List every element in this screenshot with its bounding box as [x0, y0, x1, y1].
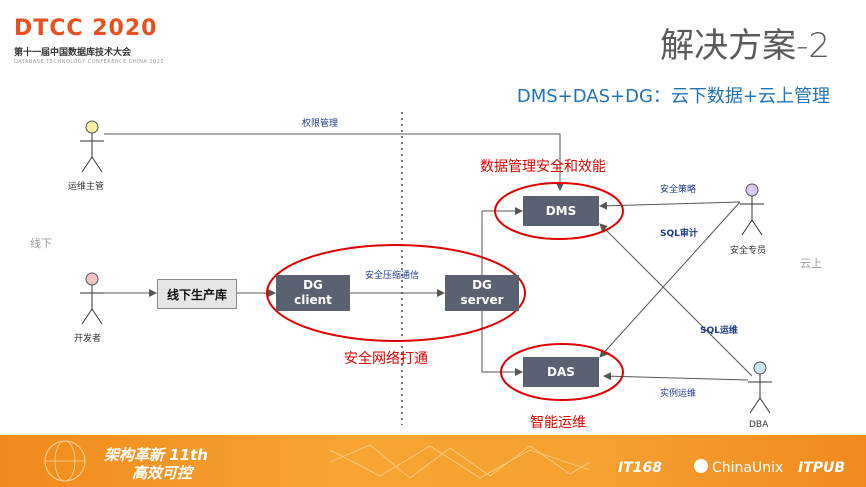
- policy-edge-label: 安全策略: [660, 185, 697, 195]
- ops-manager-figure-icon: [80, 120, 104, 173]
- partner-chinaunix-logo: ChinaUnix: [712, 460, 784, 476]
- network-highlight-note: 安全网络打通: [344, 351, 428, 367]
- dg-client-node: DG client: [276, 275, 350, 311]
- security-specialist-figure-icon: [740, 183, 764, 236]
- cloud-zone-label: 云上: [800, 257, 822, 270]
- dms-node: DMS: [523, 196, 599, 226]
- compressed-edge-label: 安全压缩通信: [365, 271, 420, 281]
- conference-logo: DTCC 2020: [14, 16, 158, 41]
- footer-slogan-line2: 高效可控: [132, 464, 193, 482]
- das-node: DAS: [523, 357, 599, 387]
- dba-figure-icon: [748, 361, 772, 414]
- das-highlight-note: 智能运维: [530, 415, 586, 431]
- dg-client-line2: client: [294, 293, 332, 307]
- chinaunix-icon: [694, 459, 708, 473]
- conference-tagline: DATABASE TECHNOLOGY CONFERENCE CHINA 202…: [14, 59, 165, 65]
- partner-it168-logo: IT168: [618, 460, 662, 476]
- footer-slogan-line1: 架构革新 11th: [104, 446, 208, 464]
- page-subtitle: DMS+DAS+DG：云下数据+云上管理: [516, 86, 830, 107]
- developer-figure-icon: [80, 272, 104, 325]
- globe-icon: [44, 440, 86, 482]
- sql-ops-edge-label: SQL运维: [700, 326, 738, 336]
- permission-edge-label: 权限管理: [302, 119, 339, 129]
- conference-name: 第十一届中国数据库技术大会: [14, 48, 132, 58]
- page-title: 解决方案-2: [660, 26, 830, 66]
- offline-zone-label: 线下: [30, 237, 52, 250]
- dg-server-line1: DG: [472, 278, 492, 292]
- ops-manager-label: 运维主管: [68, 182, 105, 192]
- sql-audit-edge-label: SQL审计: [660, 229, 698, 239]
- offline-db-node: 线下生产库: [157, 279, 237, 309]
- dg-client-line1: DG: [303, 278, 323, 292]
- dg-server-node: DG server: [445, 275, 519, 311]
- dba-label: DBA: [749, 420, 769, 430]
- security-specialist-label: 安全专员: [730, 246, 767, 256]
- dg-server-line2: server: [460, 293, 504, 307]
- dms-highlight-note: 数据管理安全和效能: [480, 159, 606, 175]
- network-pattern-icon: [330, 444, 590, 479]
- partner-itpub-logo: ITPUB: [798, 460, 846, 476]
- instance-ops-edge-label: 实例运维: [660, 389, 697, 399]
- developer-label: 开发者: [74, 334, 102, 344]
